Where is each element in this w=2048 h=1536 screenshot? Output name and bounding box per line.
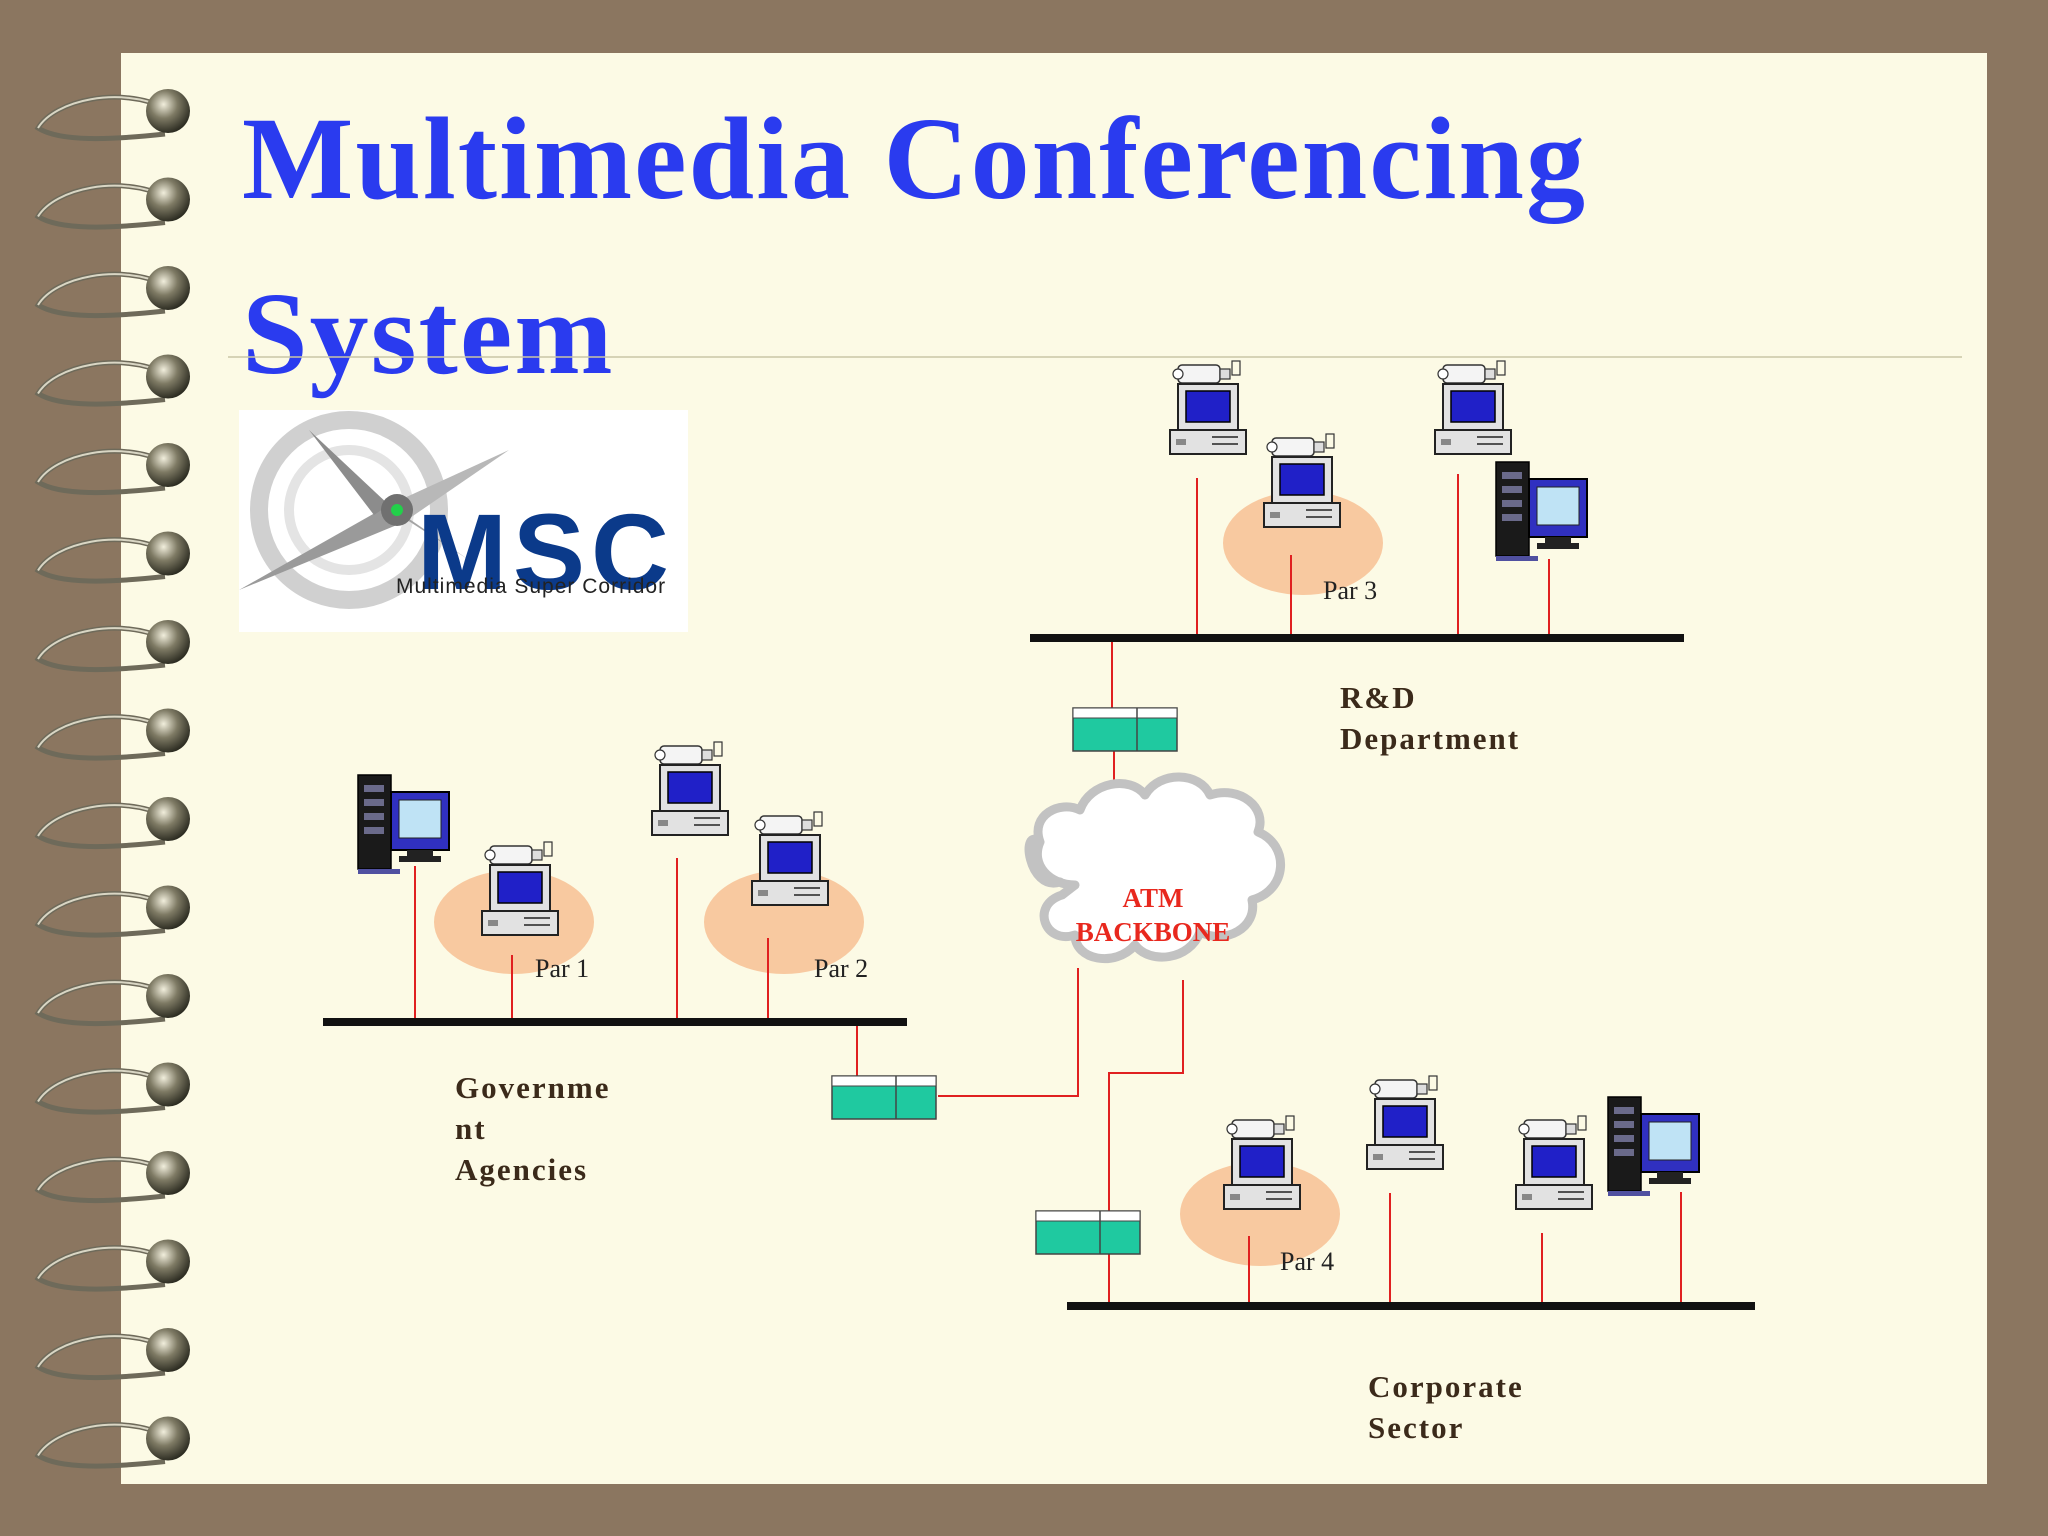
spiral-ring <box>34 354 190 407</box>
spiral-ring <box>34 797 190 850</box>
spiral-ring <box>34 266 190 319</box>
spiral-ring <box>34 974 190 1027</box>
participant-label-4: Par 4 <box>1280 1247 1335 1276</box>
server-workstation <box>357 774 450 874</box>
segment-label-corporate-line-2: Sector <box>1368 1410 1465 1445</box>
msc-logo-subtitle: Multimedia Super Corridor <box>396 575 667 598</box>
segment-label-corporate: Corporate Sector <box>1368 1366 1524 1448</box>
atm-backbone-cloud: ATM BACKBONE <box>1024 772 1286 964</box>
atm-switch-government <box>831 1075 937 1120</box>
video-workstation <box>1434 360 1512 455</box>
participant-label-2: Par 2 <box>814 954 869 983</box>
msc-logo-graphic <box>239 411 509 609</box>
server-workstation <box>1495 461 1588 561</box>
segment-label-government: Governme nt Agencies <box>455 1067 610 1190</box>
segment-label-corporate-line-1: Corporate <box>1368 1369 1524 1404</box>
msc-logo: MSC Multimedia Super Corridor <box>239 410 688 632</box>
segment-label-government-line-3: Agencies <box>455 1152 589 1187</box>
segment-label-rnd-line-2: Department <box>1340 721 1521 756</box>
slide-title-line-1: Multimedia Conferencing <box>242 93 1587 224</box>
segment-label-government-line-1: Governme <box>455 1070 611 1105</box>
spiral-ring <box>34 1239 190 1292</box>
spiral-ring <box>34 531 190 584</box>
spiral-ring <box>34 885 190 938</box>
link-line <box>938 968 1079 1097</box>
spiral-ring <box>34 1151 190 1204</box>
spiral-ring <box>34 620 190 673</box>
participant-label-3: Par 3 <box>1323 576 1378 605</box>
spiral-ring <box>34 1416 190 1469</box>
video-workstation <box>751 811 829 906</box>
video-workstation <box>1515 1115 1593 1210</box>
video-workstation <box>1169 360 1247 455</box>
spiral-ring <box>34 708 190 761</box>
server-workstation <box>1607 1096 1700 1196</box>
spiral-ring <box>34 1062 190 1115</box>
spiral-ring <box>34 1328 190 1381</box>
msc-logo-wordmark: MSC <box>417 491 675 612</box>
network-links <box>414 474 1682 1306</box>
video-workstation <box>1263 433 1341 528</box>
video-workstation <box>651 741 729 836</box>
video-workstation <box>1366 1075 1444 1170</box>
participant-label-1: Par 1 <box>535 954 590 983</box>
spiral-ring <box>34 177 190 230</box>
link-line <box>1108 980 1184 1306</box>
slide-title-line-2: System <box>242 268 615 399</box>
spiral-ring <box>34 443 190 496</box>
spiral-binding <box>34 89 190 1469</box>
backbone-label-line-1: ATM <box>1123 883 1184 913</box>
segment-label-government-line-2: nt <box>455 1111 487 1146</box>
video-workstation <box>481 841 559 936</box>
video-workstation <box>1223 1115 1301 1210</box>
backbone-label-line-2: BACKBONE <box>1076 917 1231 947</box>
atm-switch-rnd <box>1072 707 1178 752</box>
spiral-ring <box>34 89 190 142</box>
atm-switch-corporate <box>1035 1210 1141 1255</box>
segment-label-rnd-line-1: R&D <box>1340 680 1417 715</box>
segment-label-rnd: R&D Department <box>1340 677 1520 759</box>
